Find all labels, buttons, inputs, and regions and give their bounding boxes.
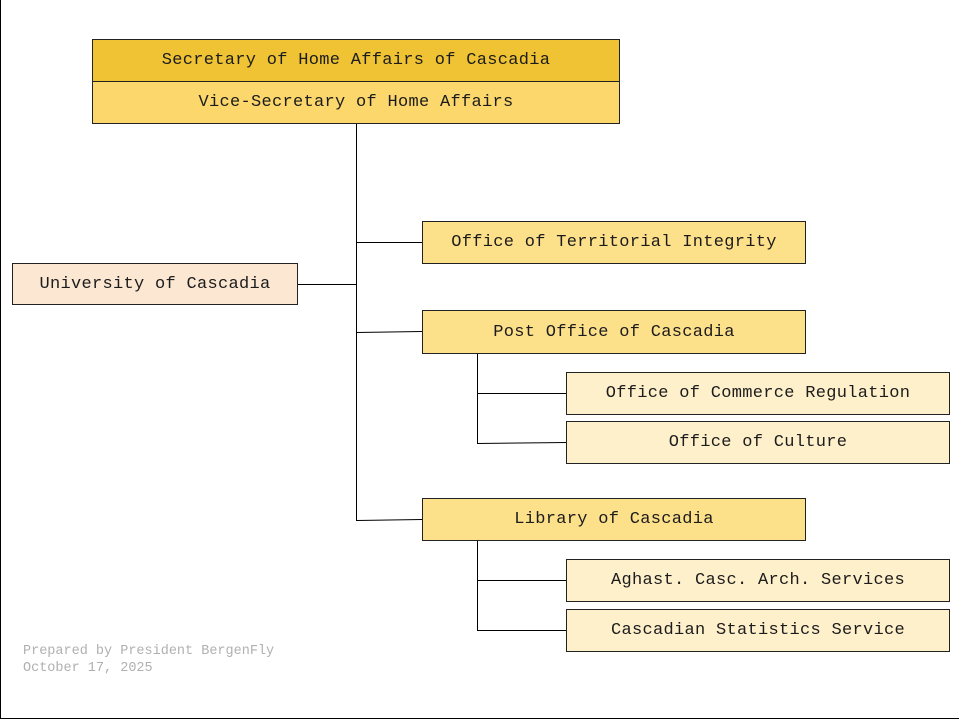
prepared-by-text: Prepared by President BergenFly [23, 644, 275, 659]
deputy-box: Vice-Secretary of Home Affairs [92, 81, 620, 124]
unit-box-territorial: Office of Territorial Integrity [422, 221, 806, 264]
unit-label: Library of Cascadia [514, 510, 714, 529]
subunit-box-culture: Office of Culture [566, 421, 950, 464]
branch-post-office [356, 331, 423, 333]
subunit-label: Cascadian Statistics Service [610, 621, 906, 640]
subunit-box-archives: Aghast. Casc. Arch. Services [566, 559, 950, 602]
head-box: Secretary of Home Affairs of Cascadia [92, 39, 620, 82]
deputy-label: Vice-Secretary of Home Affairs [198, 93, 514, 112]
subunit-box-commerce: Office of Commerce Regulation [566, 372, 950, 415]
date-text: October 17, 2025 [23, 661, 153, 676]
subunit-box-statistics: Cascadian Statistics Service [566, 609, 950, 652]
branch-library [356, 519, 423, 521]
unit-box-post-office: Post Office of Cascadia [422, 310, 806, 354]
unit-label: Post Office of Cascadia [493, 322, 735, 342]
head-label: Secretary of Home Affairs of Cascadia [161, 51, 551, 70]
subunit-label: Office of Commerce Regulation [605, 384, 911, 403]
footer-credit: Prepared by President BergenFly October … [23, 643, 274, 677]
subunit-label: Office of Culture [668, 433, 848, 452]
branch-culture [477, 442, 568, 444]
unit-box-library: Library of Cascadia [422, 498, 806, 541]
side-unit-label: University of Cascadia [39, 274, 271, 294]
side-unit-box: University of Cascadia [12, 263, 298, 305]
subunit-label: Aghast. Casc. Arch. Services [610, 571, 906, 590]
unit-label: Office of Territorial Integrity [451, 233, 777, 252]
